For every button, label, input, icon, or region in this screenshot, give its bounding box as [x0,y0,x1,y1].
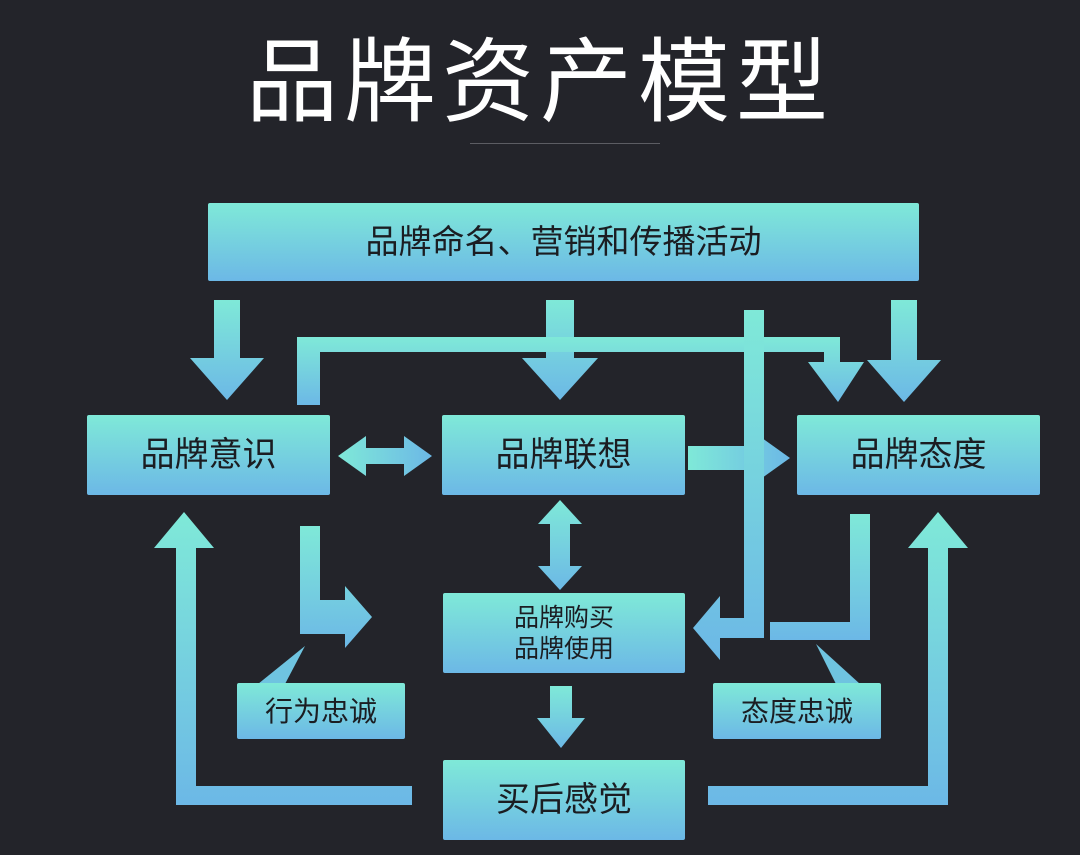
arrow-awareness-to-behavior [300,526,372,648]
arrow-awareness-association [338,436,432,476]
box-brand-awareness-label: 品牌意识 [140,434,277,475]
box-attitudinal-loyalty-label: 态度忠诚 [740,694,853,728]
box-brand-awareness: 品牌意识 [87,415,330,495]
box-brand-purchase-use: 品牌购买 品牌使用 [443,593,685,673]
box-activities-label: 品牌命名、营销和传播活动 [365,222,762,262]
arrow-activities-to-attitude [867,300,941,402]
callout-attitude-loyalty [816,644,860,684]
box-activities: 品牌命名、营销和传播活动 [208,203,919,281]
arrow-attitude-to-purchase [770,514,870,640]
arrow-post-to-attitude [708,512,968,805]
box-brand-association-label: 品牌联想 [495,434,632,475]
box-brand-association: 品牌联想 [442,415,685,495]
arrow-activities-to-purchase [693,310,764,660]
title-underline [470,143,660,144]
box-post-purchase-label: 买后感觉 [496,779,632,820]
arrow-awareness-to-attitude [297,337,864,405]
box-brand-attitude: 品牌态度 [797,415,1040,495]
callout-behavior [258,646,305,684]
box-brand-use-label: 品牌使用 [513,634,614,663]
arrow-post-to-awareness [154,512,412,805]
arrow-activities-to-awareness [190,300,264,400]
arrow-purchase-to-post [537,686,585,748]
arrow-association-to-attitude [688,428,790,488]
box-attitudinal-loyalty: 态度忠诚 [713,683,881,739]
box-brand-attitude-label: 品牌态度 [850,434,987,475]
box-post-purchase: 买后感觉 [443,760,685,840]
box-behavioral-loyalty-label: 行为忠诚 [264,694,377,728]
page-title: 品牌资产模型 [245,29,834,136]
box-behavioral-loyalty: 行为忠诚 [237,683,405,739]
box-brand-purchase-label: 品牌购买 [513,602,614,632]
arrow-association-purchase [538,500,582,590]
